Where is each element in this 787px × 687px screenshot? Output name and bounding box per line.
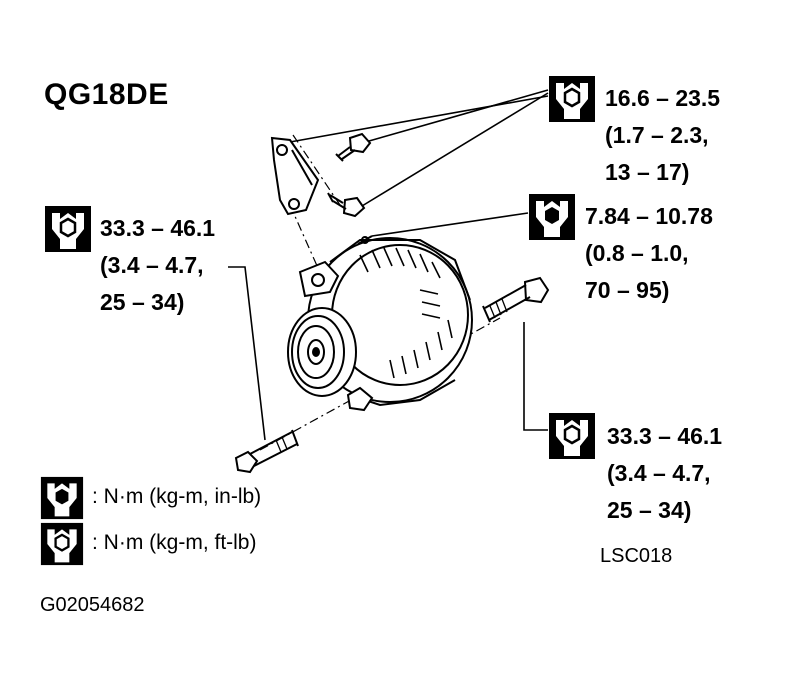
torque-spec-mid-right: 7.84 – 10.78 (0.8 – 1.0, 70 – 95) bbox=[585, 203, 713, 303]
torque-spec-top-right: 16.6 – 23.5 (1.7 – 2.3, 13 – 17) bbox=[605, 85, 721, 185]
diagram-code: LSC018 bbox=[600, 545, 673, 567]
alternator bbox=[287, 235, 473, 412]
engine-model-title: QG18DE bbox=[44, 78, 169, 111]
figure-id: G02054682 bbox=[40, 594, 145, 616]
upper-bolt bbox=[335, 132, 372, 162]
legend-item-ft-lb: : N·m (kg-m, ft-lb) bbox=[92, 531, 257, 554]
leader-lines bbox=[228, 89, 549, 441]
torque-spec-left: 33.3 – 46.1 (3.4 – 4.7, 25 – 34) bbox=[100, 215, 216, 315]
wrench-icon bbox=[549, 413, 595, 459]
adjusting-bracket bbox=[270, 136, 320, 216]
lower-mounting-bolt bbox=[234, 429, 299, 474]
wrench-icon bbox=[40, 522, 84, 566]
legend-item-in-lb: : N·m (kg-m, in-lb) bbox=[92, 485, 262, 508]
through-bolt bbox=[482, 276, 550, 323]
torque-spec-bottom-right: 33.3 – 46.1 (3.4 – 4.7, 25 – 34) bbox=[607, 423, 723, 523]
lower-bolt bbox=[327, 192, 366, 218]
wrench-icon bbox=[549, 76, 595, 122]
wrench-solid-icon bbox=[40, 476, 84, 520]
wrench-icon bbox=[45, 206, 91, 252]
wrench-solid-icon bbox=[529, 194, 575, 240]
